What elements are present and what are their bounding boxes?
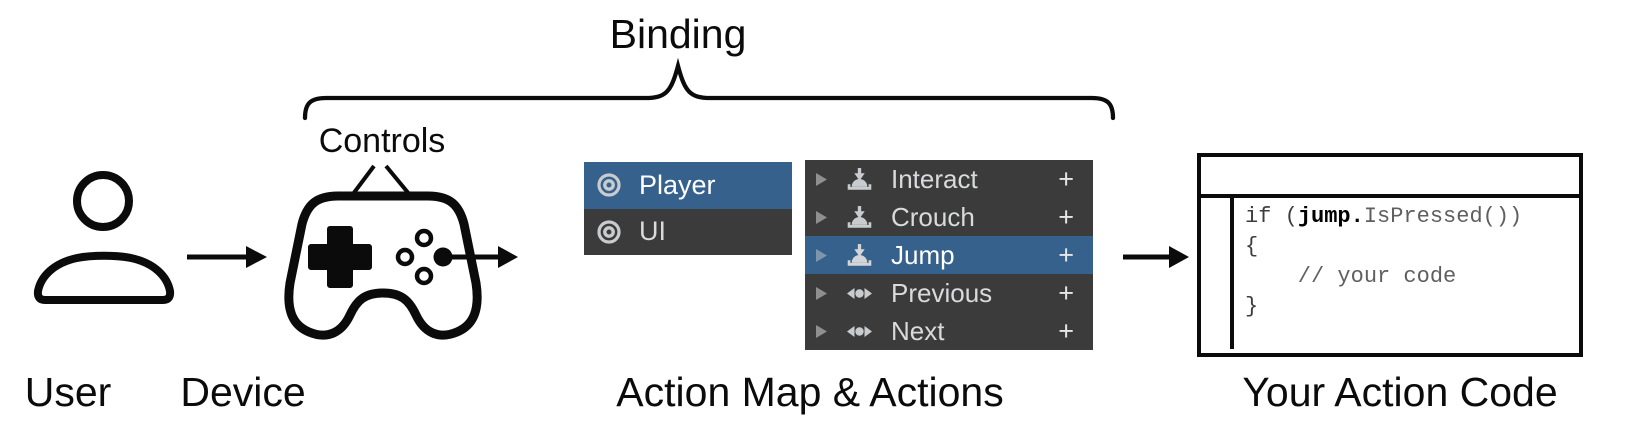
expander-icon[interactable] [815,172,828,187]
action-map-label: UI [639,216,666,247]
actions-panel: Interact + Crouch + Jump + [805,160,1093,350]
action-label: Jump [891,239,955,270]
gamepad-icon [284,191,482,340]
face-button-south [414,266,434,286]
arrow-actions-to-code [1123,246,1189,268]
expander-icon[interactable] [815,286,828,301]
arrow-device-to-actions [446,246,518,268]
add-binding-button[interactable]: + [1058,315,1074,346]
stage-label-user: User [24,369,112,415]
add-binding-button[interactable]: + [1058,277,1074,308]
expander-icon[interactable] [815,210,828,225]
action-row-previous[interactable]: Previous + [805,274,1093,312]
code-snippet: if (jump.IsPressed()) { // your code } [1245,202,1522,322]
face-button-east-pressed [433,247,453,267]
expander-icon[interactable] [815,324,828,339]
axis-action-icon [847,287,872,299]
stage-label-action-map: Action Map & Actions [616,369,1004,415]
action-row-next[interactable]: Next + [805,312,1093,350]
axis-action-icon [847,325,872,337]
action-row-jump[interactable]: Jump + [805,236,1093,274]
button-action-icon [847,244,872,266]
action-map-item-ui[interactable]: UI [584,208,792,255]
button-action-icon [847,168,872,190]
action-label: Interact [891,163,978,194]
action-row-interact[interactable]: Interact + [805,160,1093,198]
action-map-icon [597,173,621,197]
binding-label: Binding [609,11,747,57]
action-label: Crouch [891,201,975,232]
stage-label-device: Device [180,369,306,415]
add-binding-button[interactable]: + [1058,163,1074,194]
add-binding-button[interactable]: + [1058,201,1074,232]
action-map-item-player[interactable]: Player [584,162,792,209]
code-editor-window: if (jump.IsPressed()) { // your code } [1197,153,1583,357]
add-binding-button[interactable]: + [1058,239,1074,270]
face-button-north [414,228,434,248]
arrow-user-to-device [187,246,267,268]
action-label: Previous [891,277,993,308]
controls-label: Controls [318,122,446,160]
code-line-2: { [1245,234,1259,259]
action-map-label: Player [639,169,716,200]
code-window-titlebar [1201,157,1579,198]
binding-brace-icon [302,57,1116,121]
code-gutter [1230,198,1234,349]
user-icon [33,171,175,304]
code-line-4: } [1245,294,1259,319]
action-label: Next [891,315,945,346]
action-map-panel: Player UI [584,162,792,255]
jump-variable: jump. [1297,204,1364,229]
code-line-3: // your code [1245,264,1457,289]
code-line-1: if (jump.IsPressed()) [1245,204,1523,229]
button-action-icon [847,206,872,228]
stage-label-action-code: Your Action Code [1242,369,1558,415]
action-map-icon [597,220,621,244]
action-row-crouch[interactable]: Crouch + [805,198,1093,236]
dpad-icon [308,226,372,288]
expander-icon[interactable] [815,248,828,263]
face-button-west [395,247,415,267]
